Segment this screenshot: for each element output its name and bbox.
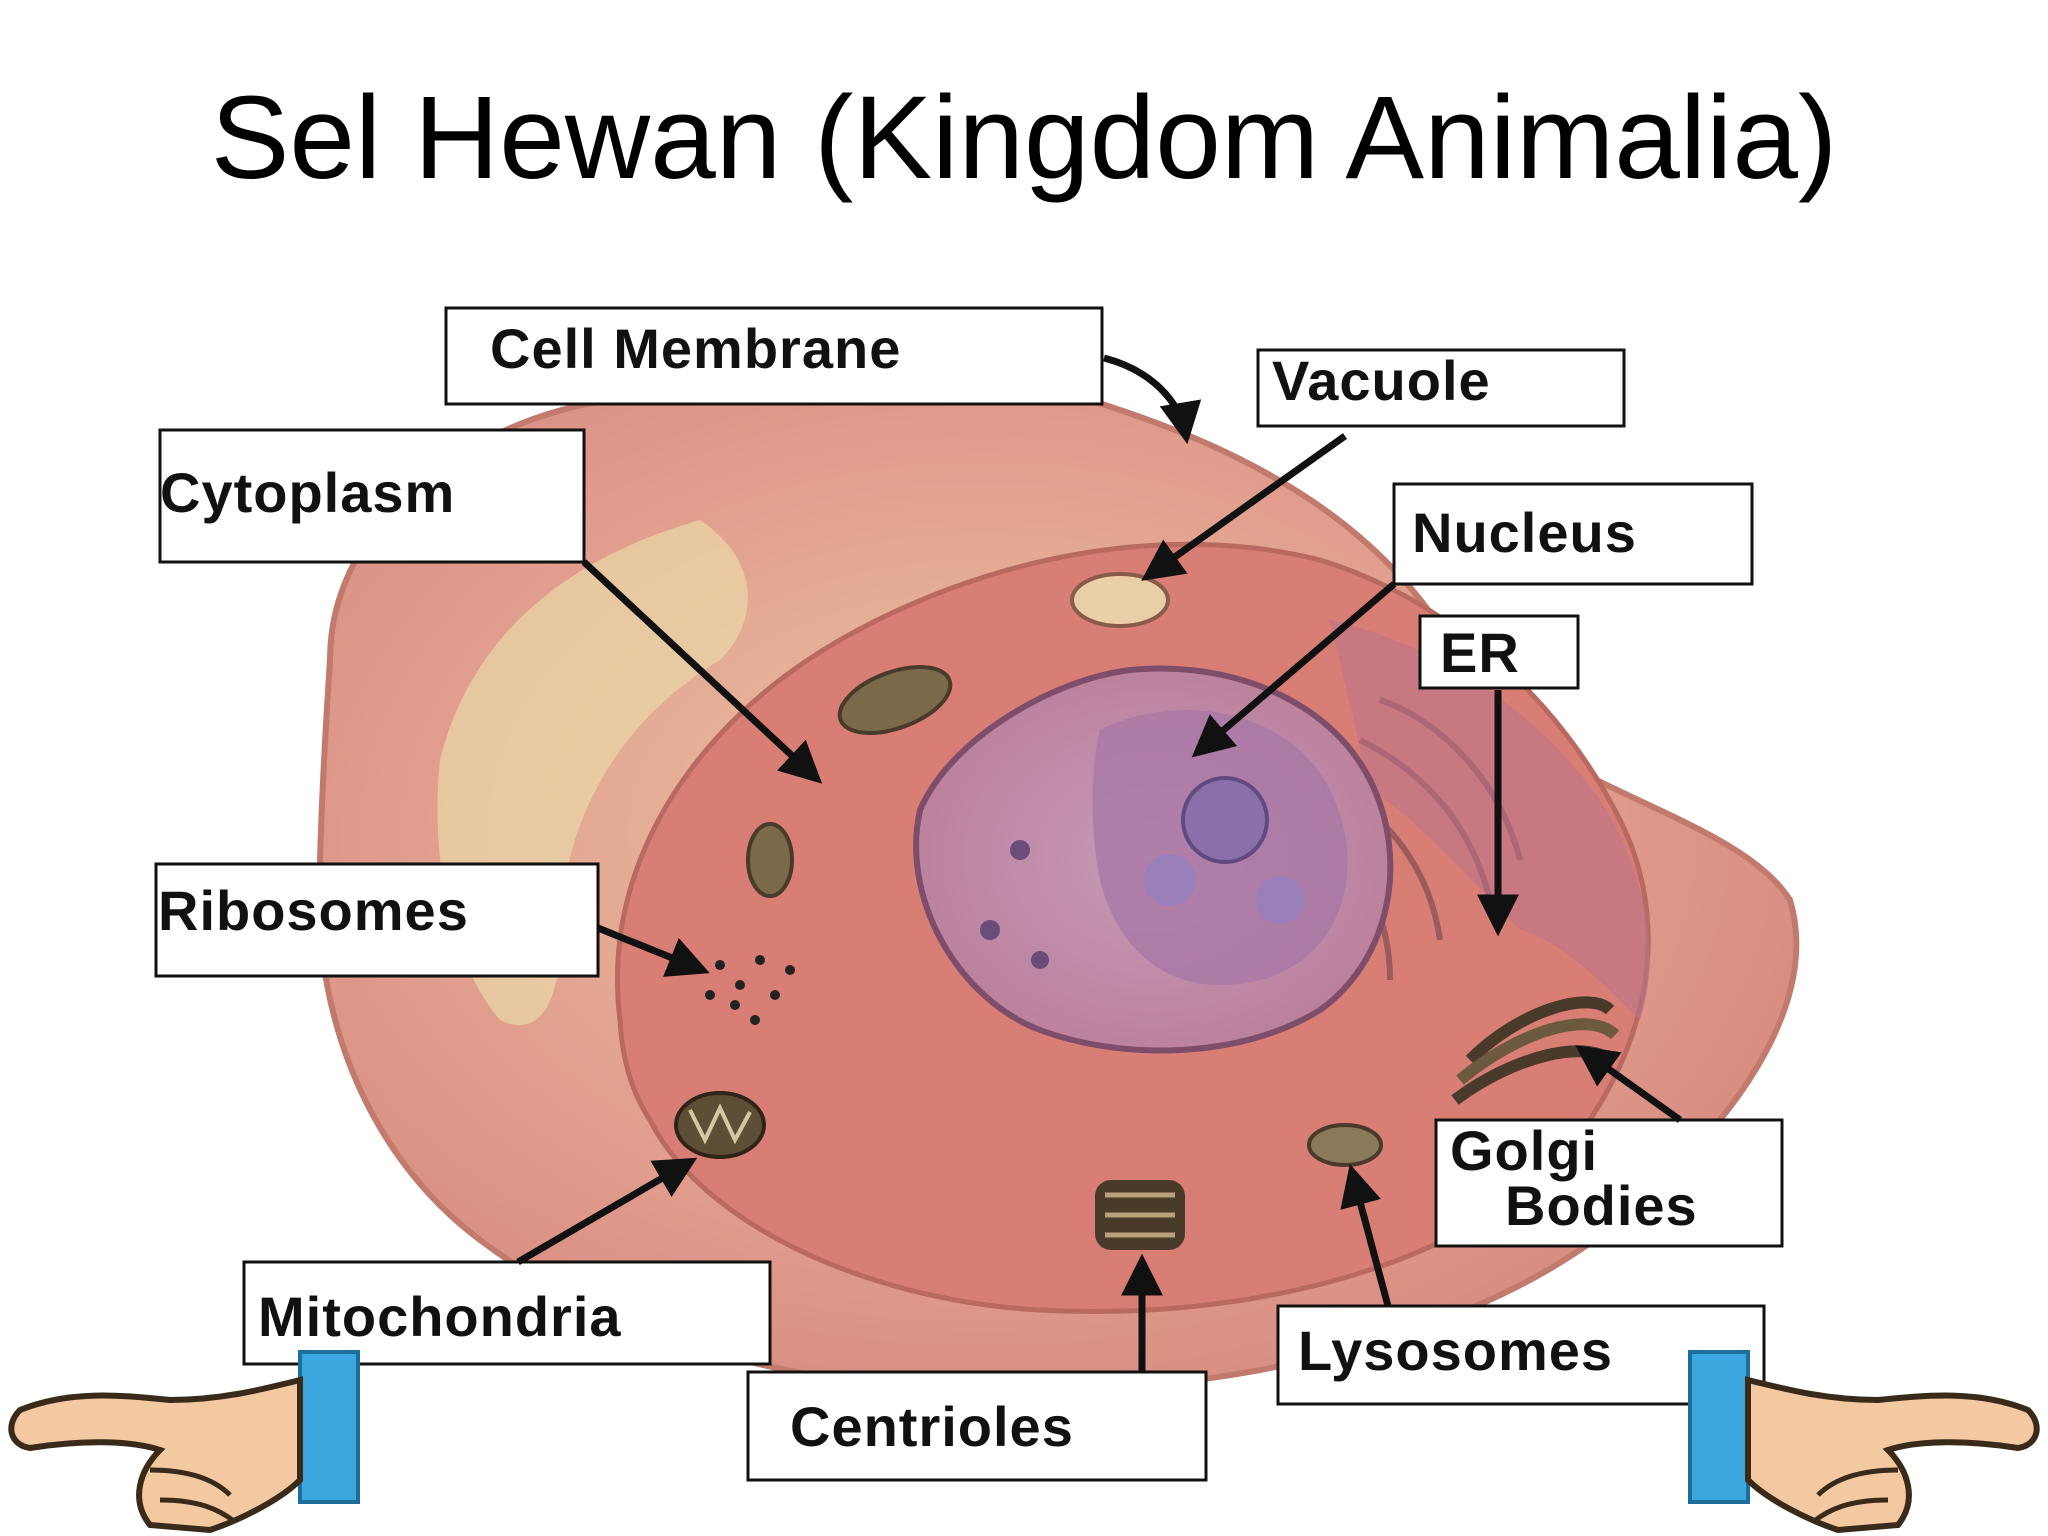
slide-title: Sel Hewan (Kingdom Animalia) xyxy=(210,72,1838,204)
pointing-hand-right-icon[interactable] xyxy=(1688,1350,2040,1534)
label-cell-membrane: Cell Membrane xyxy=(444,306,1104,406)
arrow-cytoplasm xyxy=(581,559,823,784)
label-golgi-bodies: Golgi Bodies xyxy=(1434,1118,1784,1248)
arrow-golgi xyxy=(1575,1045,1683,1123)
chromatin-spot xyxy=(1010,840,1030,860)
label-er: ER xyxy=(1418,614,1580,690)
label-ribosomes: Ribosomes xyxy=(154,862,600,978)
lysosome xyxy=(1307,1123,1383,1167)
er-body xyxy=(1330,620,1650,1020)
mitochondrion-side xyxy=(746,822,794,898)
label-lysosomes: Lysosomes xyxy=(1276,1304,1766,1406)
centrioles xyxy=(1095,1180,1185,1250)
arrow-vacuole xyxy=(1141,433,1348,581)
svg-text:Lysosomes: Lysosomes xyxy=(1298,1319,1613,1382)
label-centrioles: Centrioles xyxy=(746,1370,1208,1482)
svg-text:Centrioles: Centrioles xyxy=(790,1395,1074,1458)
svg-text:ER: ER xyxy=(1440,621,1520,684)
svg-text:Golgi: Golgi xyxy=(1450,1119,1598,1182)
nucleolus xyxy=(1181,776,1269,864)
arrow-ribosomes xyxy=(596,924,710,977)
arrow-mitochondria xyxy=(516,1157,698,1266)
arrow-nucleus xyxy=(1191,581,1397,758)
pointing-hand-left-icon[interactable] xyxy=(8,1350,360,1534)
vacuole xyxy=(1070,572,1170,628)
svg-text:Ribosomes: Ribosomes xyxy=(158,879,469,942)
svg-text:Nucleus: Nucleus xyxy=(1412,501,1637,564)
svg-text:Vacuole: Vacuole xyxy=(1272,349,1491,412)
mitochondrion-top xyxy=(837,665,953,735)
svg-text:Cytoplasm: Cytoplasm xyxy=(160,461,455,524)
label-nucleus: Nucleus xyxy=(1392,482,1754,586)
mitochondrion-bottom xyxy=(674,1091,766,1159)
chromatin-spot xyxy=(980,920,1000,940)
arrow-cell-membrane xyxy=(1103,354,1202,445)
chromatin-spot xyxy=(1144,854,1196,906)
label-vacuole: Vacuole xyxy=(1256,348,1626,428)
svg-text:Bodies: Bodies xyxy=(1505,1174,1698,1237)
svg-text:Mitochondria: Mitochondria xyxy=(258,1285,622,1348)
nucleus xyxy=(913,665,1394,1054)
chromatin-spot xyxy=(1031,951,1049,969)
ribosomes xyxy=(705,955,795,1025)
label-cytoplasm: Cytoplasm xyxy=(158,428,586,564)
svg-text:Cell Membrane: Cell Membrane xyxy=(490,317,901,380)
mitochondrion-bottom-cristae xyxy=(688,1103,752,1145)
label-mitochondria: Mitochondria xyxy=(242,1260,772,1366)
arrow-lysosomes xyxy=(1340,1163,1392,1307)
chromatin-spot xyxy=(1256,876,1304,924)
